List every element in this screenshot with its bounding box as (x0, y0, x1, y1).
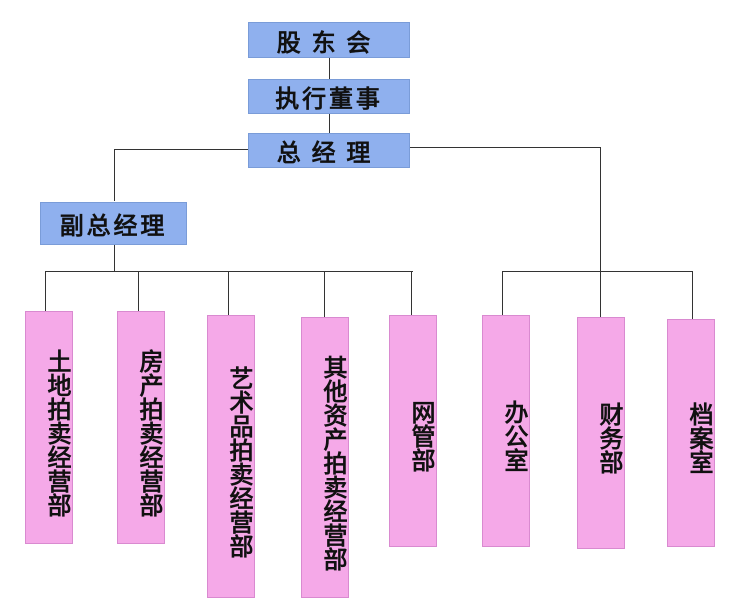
dept-land-auction: 土地拍卖经营部 (25, 311, 73, 544)
dept-archives: 档案室 (667, 319, 715, 547)
connector-deputy-down (114, 245, 115, 272)
connector-dept-1 (45, 271, 46, 311)
connector-dept-8 (692, 271, 693, 319)
deputy-general-manager-node: 副总经理 (40, 202, 187, 245)
connector-gm-left-branch (114, 149, 248, 150)
connector-dept-6 (502, 271, 503, 315)
connector-director-to-gm (329, 113, 330, 133)
shareholders-node: 股东会 (248, 22, 410, 58)
dept-office: 办公室 (482, 315, 530, 547)
connector-dept-5 (411, 271, 412, 315)
general-manager-node: 总经理 (248, 133, 410, 168)
dept-property-auction: 房产拍卖经营部 (117, 311, 165, 544)
dept-art-auction: 艺术品拍卖经营部 (207, 315, 255, 598)
connector-gm-right-branch (409, 147, 600, 148)
dept-network-management: 网管部 (389, 315, 437, 547)
dept-finance: 财务部 (577, 317, 625, 549)
connector-dept-2 (138, 271, 139, 311)
connector-shareholders-to-director (329, 57, 330, 79)
connector-gm-to-deputy (114, 149, 115, 201)
connector-admin-bus (502, 271, 693, 272)
connector-dept-4 (324, 271, 325, 317)
connector-dept-7 (600, 271, 601, 317)
connector-deputy-bus (45, 271, 413, 272)
connector-dept-3 (228, 271, 229, 315)
executive-director-node: 执行董事 (248, 79, 410, 114)
connector-gm-to-admin (600, 147, 601, 272)
dept-other-assets-auction: 其他资产拍卖经营部 (301, 317, 349, 598)
